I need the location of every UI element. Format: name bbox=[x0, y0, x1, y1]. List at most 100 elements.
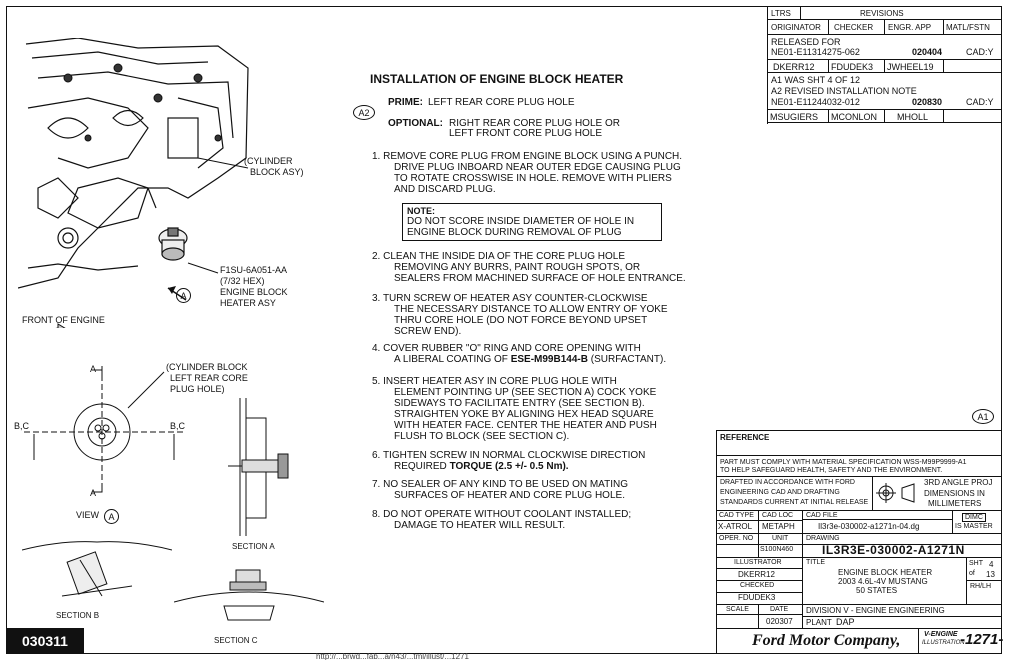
rhlh-label: RH/LH bbox=[970, 583, 992, 590]
section-c-diagram bbox=[174, 569, 324, 621]
plant-value: DAP bbox=[836, 617, 855, 627]
part-desc-label-2: HEATER ASY bbox=[220, 298, 276, 308]
note-title: NOTE: bbox=[407, 206, 435, 216]
optional-line-2: LEFT FRONT CORE PLUG HOLE bbox=[449, 128, 602, 139]
of-label: of bbox=[969, 570, 975, 577]
page-title: INSTALLATION OF ENGINE BLOCK HEATER bbox=[370, 72, 624, 86]
rev-a2-line: A2 REVISED INSTALLATION NOTE bbox=[771, 86, 917, 96]
step-5-line-2: ELEMENT POINTING UP (SEE SECTION A) COCK… bbox=[394, 387, 657, 398]
plant-label: PLANT bbox=[806, 618, 832, 627]
sheet-label: SHT bbox=[969, 560, 983, 567]
prime-label: PRIME: bbox=[388, 97, 423, 108]
drawing-label: DRAWING bbox=[806, 535, 840, 542]
hex-size-label: (7/32 HEX) bbox=[220, 276, 265, 286]
rev-col-checker: CHECKER bbox=[834, 23, 874, 32]
title-label: TITLE bbox=[806, 559, 826, 566]
rev-1-originator: MSUGIERS bbox=[770, 112, 819, 122]
cad-loc-label: CAD LOC bbox=[762, 512, 794, 519]
rev-col-matl: MATL/FSTN bbox=[946, 23, 990, 32]
note-line-2: ENGINE BLOCK DURING REMOVAL OF PLUG bbox=[407, 227, 622, 238]
step-2-line-2: REMOVING ANY BURRS, PAINT ROUGH SPOTS, O… bbox=[394, 262, 641, 273]
rev-1-doc: NE01-E11244032-012 bbox=[771, 97, 860, 107]
illustrator-label: ILLUSTRATOR bbox=[734, 559, 782, 566]
step-5-line-5: WITH HEATER FACE. CENTER THE HEATER AND … bbox=[394, 420, 657, 431]
rev-1-date: 020830 bbox=[912, 97, 943, 107]
rev-1-cad: CAD:Y bbox=[966, 97, 994, 107]
illustration-label: ILLUSTRATION bbox=[922, 640, 965, 646]
v-engine-label: V-ENGINE bbox=[924, 631, 958, 638]
step-2-line-3: SEALERS FROM MACHINED SURFACE OF HOLE EN… bbox=[394, 273, 686, 284]
step-8-line-2: DAMAGE TO HEATER WILL RESULT. bbox=[394, 520, 566, 531]
step-5-line-4: STRAIGHTEN YOKE BY ALIGNING HEX HEAD SQU… bbox=[394, 409, 654, 420]
step-5-line-6: FLUSH TO BLOCK (SEE SECTION C). bbox=[394, 431, 570, 442]
section-c-label: SECTION C bbox=[214, 636, 258, 645]
checked-value: FDUDEK3 bbox=[738, 593, 776, 602]
drafted-line-2: ENGINEERING CAD AND DRAFTING bbox=[720, 489, 840, 496]
ford-logo: Ford Motor Company, bbox=[752, 632, 901, 649]
view-a-marker: A bbox=[176, 288, 191, 303]
step-8-line-1: 8. DO NOT OPERATE WITHOUT COOLANT INSTAL… bbox=[372, 509, 632, 520]
unit-label: UNIT bbox=[772, 535, 789, 542]
cylinder-block-label-1: (CYLINDER bbox=[244, 156, 293, 166]
view-letter-marker: A bbox=[104, 509, 119, 524]
title-line-1: ENGINE BLOCK HEATER bbox=[838, 568, 933, 577]
rev-col-engr-app: ENGR. APP bbox=[888, 23, 932, 32]
step-3-line-4: SCREW END). bbox=[394, 326, 462, 337]
date-label: DATE bbox=[770, 606, 789, 613]
part-desc-label-1: ENGINE BLOCK bbox=[220, 287, 288, 297]
note-box bbox=[402, 203, 662, 241]
rev-ltrs-header: LTRS bbox=[771, 9, 791, 18]
part-number-label: F1SU-6A051-AA bbox=[220, 265, 288, 275]
step-1-line-3: TO ROTATE CROSSWISE IN HOLE. REMOVE WITH… bbox=[394, 173, 672, 184]
optional-line-1: RIGHT REAR CORE PLUG HOLE OR bbox=[449, 118, 620, 129]
view-a-diagram bbox=[24, 366, 184, 493]
section-a-label: SECTION A bbox=[232, 542, 275, 551]
rev-0-originator: DKERR12 bbox=[773, 62, 815, 72]
cad-file-label: CAD FILE bbox=[806, 512, 838, 519]
cad-type-value: X-ATROL bbox=[718, 522, 753, 531]
is-master-label: IS MASTER bbox=[955, 523, 993, 530]
drafted-line-3: STANDARDS CURRENT AT INITIAL RELEASE bbox=[720, 499, 869, 506]
section-b-label: SECTION B bbox=[56, 611, 100, 620]
drawing-sheet bbox=[6, 6, 1002, 654]
rev-0-date: 020404 bbox=[912, 47, 943, 57]
proj-line-3: MILLIMETERS bbox=[928, 499, 982, 508]
projection-icon bbox=[876, 483, 915, 503]
step-6-torque: TORQUE (2.5 +/- 0.5 Nm). bbox=[449, 461, 569, 472]
engine-illustration bbox=[18, 38, 249, 328]
step-1-line-2: DRIVE PLUG INBOARD NEAR OUTER EDGE CAUSI… bbox=[394, 162, 681, 173]
division-label: DIVISION V - ENGINE ENGINEERING bbox=[806, 606, 945, 615]
step-4-line-1: 4. COVER RUBBER "O" RING AND CORE OPENIN… bbox=[372, 343, 641, 354]
step-4-line-2: A LIBERAL COATING OF ESE-M99B144-B (SURF… bbox=[394, 354, 667, 365]
view-label: VIEW bbox=[76, 510, 100, 520]
rev-0-engr: JWHEEL19 bbox=[887, 62, 934, 72]
cad-file-value: Il3r3e-030002-a1271n-04.dg bbox=[818, 522, 920, 531]
reference-label: REFERENCE bbox=[720, 433, 770, 442]
step-5-line-1: 5. INSERT HEATER ASY IN CORE PLUG HOLE W… bbox=[372, 376, 617, 387]
section-a-bottom-label: A bbox=[90, 488, 97, 498]
note-line-1: DO NOT SCORE INSIDE DIAMETER OF HOLE IN bbox=[407, 216, 635, 227]
section-a-top-label: A bbox=[90, 364, 97, 374]
step-5-line-3: SIDEWAYS TO FACILITATE ENTRY (SEE SECTIO… bbox=[394, 398, 645, 409]
section-b-diagram bbox=[22, 541, 172, 597]
cyl-left-rear-label-2: LEFT REAR CORE bbox=[170, 373, 248, 383]
rev-0-checker: FDUDEK3 bbox=[831, 62, 874, 72]
illustration-number: -1271- bbox=[960, 631, 1004, 648]
rev-1-engr: MHOLL bbox=[897, 112, 929, 122]
title-block bbox=[716, 430, 1002, 654]
rev-col-originator: ORIGINATOR bbox=[771, 23, 821, 32]
step-6-line-2: REQUIRED TORQUE (2.5 +/- 0.5 Nm). bbox=[394, 461, 569, 472]
front-of-engine-label: FRONT OF ENGINE bbox=[22, 315, 105, 325]
step-4-spec: ESE-M99B144-B bbox=[510, 354, 588, 365]
oper-no-label: OPER. NO bbox=[719, 535, 754, 542]
prime-text: LEFT REAR CORE PLUG HOLE bbox=[428, 97, 575, 108]
of-value: 13 bbox=[986, 570, 995, 579]
step-1-line-1: 1. REMOVE CORE PLUG FROM ENGINE BLOCK US… bbox=[372, 151, 683, 162]
sheet-value: 4 bbox=[989, 560, 994, 569]
date-value: 020307 bbox=[766, 617, 793, 626]
dimc-label: DIMC bbox=[962, 513, 986, 522]
cyl-left-rear-label-3: PLUG HOLE) bbox=[170, 384, 225, 394]
title-line-2: 2003 4.6L-4V MUSTANG bbox=[838, 577, 928, 586]
rev-1-checker: MCONLON bbox=[831, 112, 878, 122]
url-fragment: http://...brwd...fab...a/n43/...tml/illu… bbox=[316, 652, 469, 660]
